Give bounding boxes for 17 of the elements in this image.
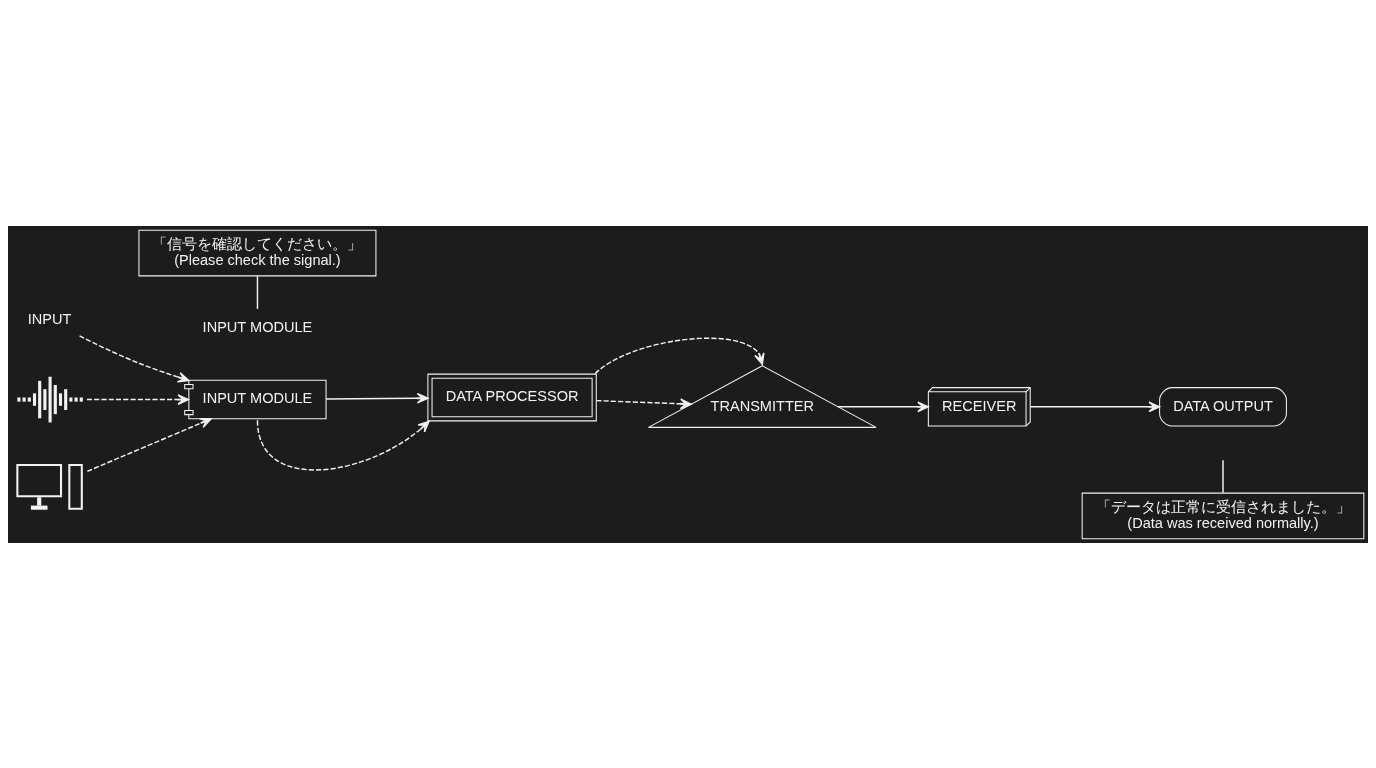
arrow: [837, 400, 929, 412]
arrow: [595, 397, 692, 409]
arrow: [256, 419, 430, 471]
arrow: [325, 392, 429, 404]
node-box: DATA OUTPUT: [1159, 386, 1287, 427]
node-text: INPUT MODULE: [202, 318, 313, 335]
node-box: 「信号を確認してください。」 (Please check the signal.): [138, 229, 377, 276]
arrow: [1029, 400, 1161, 412]
node-box: DATA PROCESSOR: [427, 373, 597, 421]
connector: [256, 274, 259, 310]
arrow: [594, 337, 765, 374]
arrow: [78, 334, 190, 383]
arrow: [86, 393, 190, 405]
node-box: 「データは正常に受信されました。」 (Data was received normally.): [1081, 492, 1365, 539]
connector: [1222, 459, 1224, 493]
node-text: INPUT: [27, 310, 72, 327]
arrow: [86, 417, 212, 472]
